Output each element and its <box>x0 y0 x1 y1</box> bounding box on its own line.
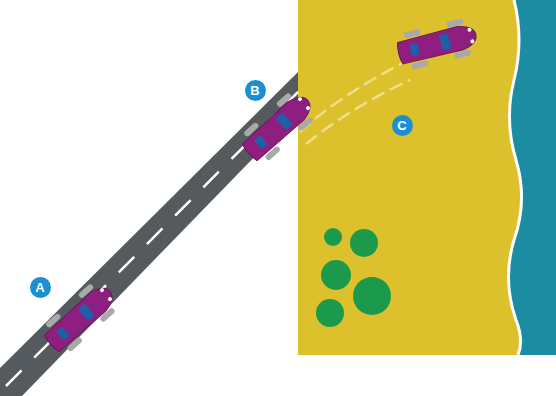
callout-letter: C <box>397 119 406 132</box>
bush <box>353 277 391 315</box>
road <box>0 72 298 396</box>
bush <box>316 299 344 327</box>
shoreline <box>508 0 521 355</box>
sea <box>508 0 556 355</box>
tire-track <box>300 62 405 132</box>
callout-letter: A <box>35 281 44 294</box>
tire-track <box>306 80 410 144</box>
callout-letter: B <box>250 84 259 97</box>
callout-circle: C <box>392 115 413 136</box>
bush <box>321 260 351 290</box>
sand <box>298 0 528 355</box>
bush <box>324 228 342 246</box>
callout-circle: B <box>245 80 266 101</box>
car <box>394 16 480 72</box>
car <box>38 277 123 358</box>
callout-circle: A <box>30 277 51 298</box>
bush <box>350 229 378 257</box>
